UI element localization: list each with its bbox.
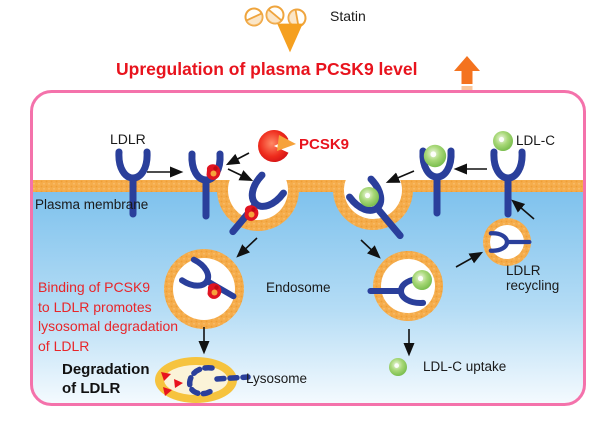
arrow-complex-to-pit: [227, 168, 254, 182]
plasma-membrane-label: Plasma membrane: [35, 197, 149, 212]
arrow-endosome-to-recycling: [455, 251, 484, 268]
degradation-label: Degradation of LDLR: [62, 360, 150, 398]
ldlr-recycling-label: LDLR recycling: [506, 263, 559, 293]
endosome-vesicle-right: [373, 251, 443, 321]
ldl-c-label: LDL-C: [516, 133, 556, 148]
binding-note-line2: to LDLR promotes: [38, 298, 152, 315]
binding-note-line1: Binding of PCSK9: [38, 279, 151, 295]
degradation-line2: of LDLR: [62, 380, 121, 397]
upregulation-arrow-icon: [454, 56, 480, 91]
arrow-ldlc-complex-to-pit: [385, 170, 415, 183]
statin-pills-icon: [244, 5, 307, 28]
ldlr-recycling-line1: LDLR: [506, 263, 541, 278]
pcsk9-label: PCSK9: [299, 136, 350, 153]
ldlr-recycling-line2: recycling: [506, 278, 560, 293]
arrow-pit-to-endosome-left: [236, 237, 258, 258]
debris-triangles: [161, 372, 183, 396]
pill-icon: [244, 7, 264, 27]
binding-note-line4: of LDLR: [38, 337, 90, 354]
endosome-label: Endosome: [266, 280, 331, 295]
ldl-c-icon: [412, 270, 432, 290]
ldl-c-icon: [423, 144, 447, 168]
pcsk9-icon: [258, 130, 296, 163]
statin-label: Statin: [330, 8, 366, 24]
pill-icon: [287, 8, 307, 28]
endosome-vesicle-left: [164, 249, 244, 329]
ldlr-label: LDLR: [110, 131, 146, 147]
degradation-line1: Degradation: [62, 361, 150, 378]
arrow-pit-to-endosome-right: [360, 239, 381, 259]
binding-note-line3: lysosomal degradation: [38, 318, 179, 334]
lysosome-label: Lysosome: [246, 371, 308, 386]
ldl-c-uptake-label: LDL-C uptake: [423, 359, 507, 374]
degraded-ldlr-fragments: [186, 365, 251, 397]
arrow-pcsk9-to-ldlr: [225, 152, 250, 166]
cell-box-border: [30, 90, 586, 406]
arrow-recycling-to-membrane: [511, 199, 535, 220]
lysosome-vesicle: [155, 357, 237, 403]
ldl-c-icon: [493, 131, 513, 151]
binding-note: Binding of PCSK9 to LDLR promotes lysoso…: [38, 278, 178, 356]
ldl-c-icon: [389, 358, 407, 376]
page-title: Upregulation of plasma PCSK9 level: [116, 59, 418, 79]
pill-icon: [265, 5, 285, 25]
plasma-membrane-band: [33, 180, 583, 192]
ldl-c-icon: [359, 187, 379, 207]
